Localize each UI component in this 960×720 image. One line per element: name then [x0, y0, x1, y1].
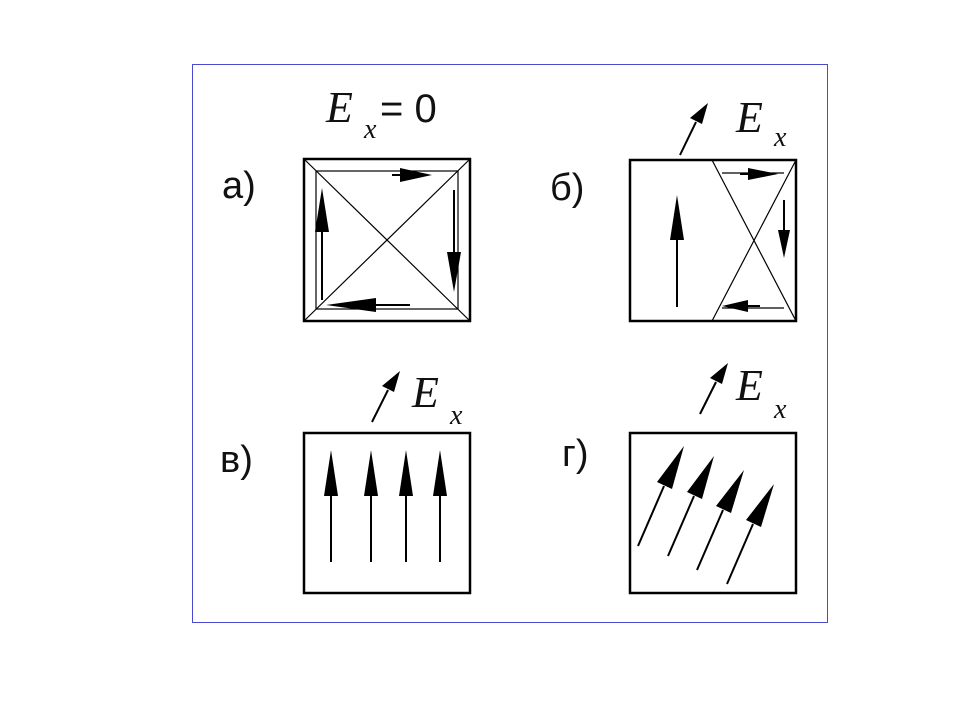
panel-b: б) E x [550, 93, 798, 323]
panel-c: в) E x [220, 368, 472, 595]
domain-arrow-left [722, 300, 760, 312]
domain-arrow-down [447, 190, 461, 292]
panel-c-box [302, 431, 472, 595]
domain-arrow-left [326, 298, 410, 312]
panel-d: г) E x [562, 361, 798, 595]
panel-b-field-symbol: E [735, 93, 763, 142]
panel-d-field-arrow-icon [699, 363, 728, 415]
domain-arrow-right [392, 168, 432, 182]
panel-a-diagonal [303, 158, 471, 322]
domain-arrow-up [315, 188, 329, 300]
panel-a-field-subscript: x [363, 114, 377, 145]
panel-d-field-symbol: E [735, 361, 763, 410]
panel-c-label: в) [220, 439, 253, 481]
panel-d-box [628, 431, 798, 595]
panel-c-field-subscript: x [449, 400, 463, 431]
panel-d-label: г) [562, 433, 589, 475]
panel-d-field-subscript: x [773, 394, 787, 425]
domain-arrow-up [324, 450, 338, 562]
domain-arrow-diagonal [637, 446, 684, 547]
panel-a-field-suffix: = 0 [380, 87, 437, 131]
panel-b-label: б) [550, 167, 584, 209]
domain-arrow-diagonal [726, 484, 774, 585]
domain-arrow-diagonal [667, 456, 714, 557]
panel-a-field-label: E x = 0 [325, 83, 437, 145]
panel-b-field-arrow-icon [679, 103, 708, 156]
panel-a-inner-square [315, 170, 459, 310]
domain-arrow-diagonal [696, 470, 744, 571]
domain-arrow-right [740, 168, 778, 180]
figure-frame [192, 64, 828, 623]
panel-a: а) E x = 0 [222, 83, 472, 323]
domain-arrow-up [670, 195, 684, 307]
panel-a-label: а) [222, 165, 256, 207]
domain-arrow-up [364, 450, 378, 562]
domain-arrow-up [433, 450, 447, 562]
panel-d-field-label: E x [735, 361, 787, 425]
panel-c-field-arrow-icon [371, 371, 400, 423]
panel-b-wall [711, 159, 797, 322]
panel-b-field-subscript: x [773, 122, 787, 153]
panel-b-field-label: E x [735, 93, 787, 153]
panel-a-field-symbol: E [325, 83, 353, 132]
domain-arrow-down [778, 200, 790, 258]
panel-b-box [628, 158, 798, 323]
panel-c-field-label: E x [411, 368, 463, 431]
domain-arrow-up [399, 450, 413, 562]
panel-c-field-symbol: E [411, 368, 439, 417]
panel-a-box [302, 157, 472, 323]
